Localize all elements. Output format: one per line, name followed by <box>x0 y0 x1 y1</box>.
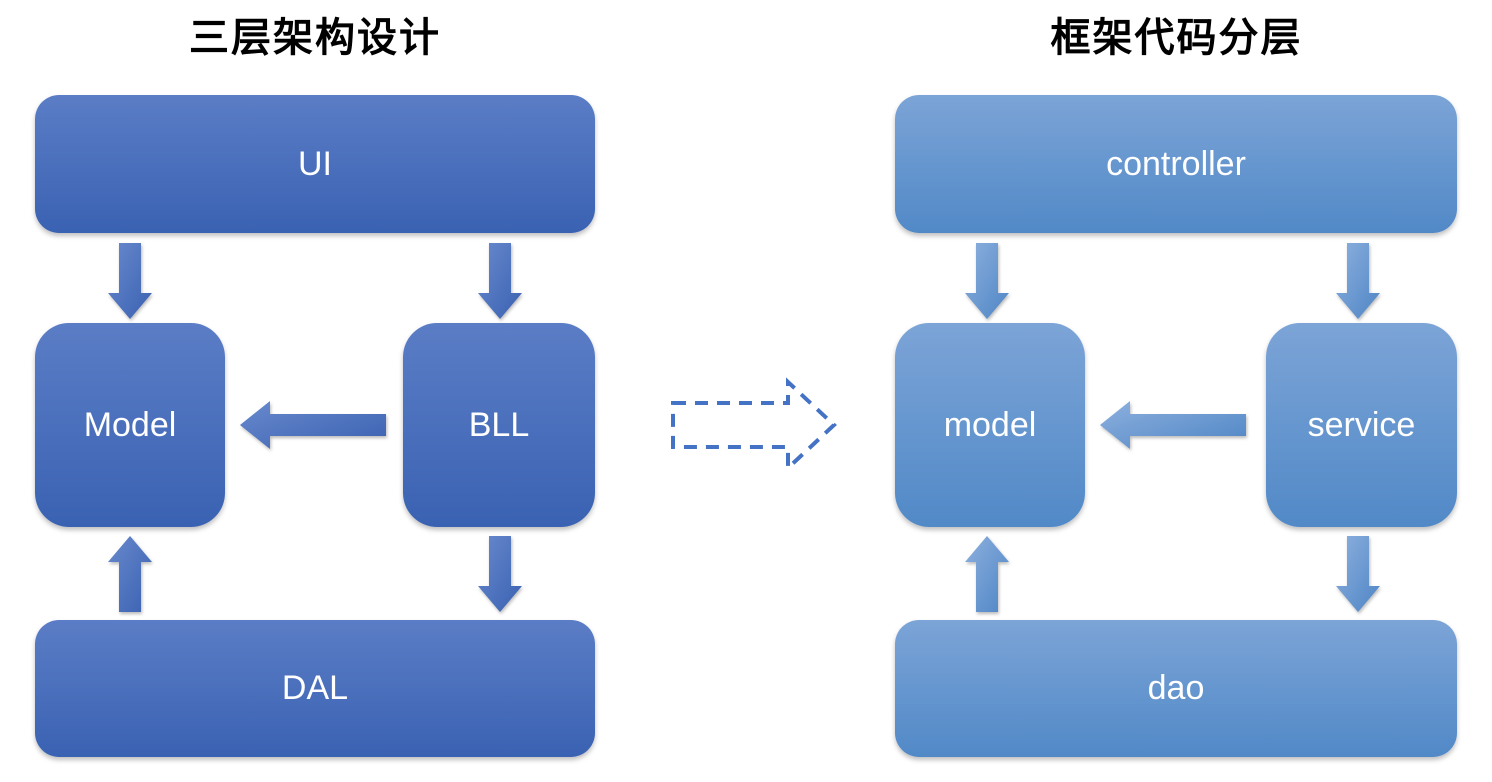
controller-to-service-arrow-icon <box>1336 243 1380 319</box>
controller-box-label: controller <box>1106 144 1246 183</box>
service-box: service <box>1266 323 1457 527</box>
dao-box: dao <box>895 620 1457 757</box>
right-diagram-title: 框架代码分层 <box>1050 16 1303 60</box>
dao-to-model-arrow-icon <box>965 536 1009 612</box>
controller-box: controller <box>895 95 1457 233</box>
bll-to-dal-arrow-icon <box>478 536 522 612</box>
ui-box: UI <box>35 95 595 233</box>
right-model-box: model <box>895 323 1085 527</box>
ui-to-bll-arrow-icon <box>478 243 522 319</box>
dal-to-model-arrow-icon <box>108 536 152 612</box>
ui-to-model-arrow-icon <box>108 243 152 319</box>
model-box: Model <box>35 323 225 527</box>
service-to-model-arrow-icon <box>1100 401 1246 449</box>
dal-box: DAL <box>35 620 595 757</box>
dal-box-label: DAL <box>281 669 349 707</box>
right-model-box-label: model <box>943 405 1037 444</box>
bll-box: BLL <box>403 323 595 527</box>
model-box-label: Model <box>83 405 177 444</box>
ui-box-label: UI <box>298 144 332 183</box>
dao-box-label: dao <box>1147 669 1205 707</box>
bll-to-model-arrow-icon <box>240 401 386 449</box>
bll-box-label: BLL <box>468 405 530 444</box>
controller-to-model-arrow-icon <box>965 243 1009 319</box>
service-to-dao-arrow-icon <box>1336 536 1380 612</box>
left-diagram-title: 三层架构设计 <box>189 16 441 60</box>
transform-dashed-arrow-icon <box>671 377 837 473</box>
service-box-label: service <box>1307 405 1416 444</box>
